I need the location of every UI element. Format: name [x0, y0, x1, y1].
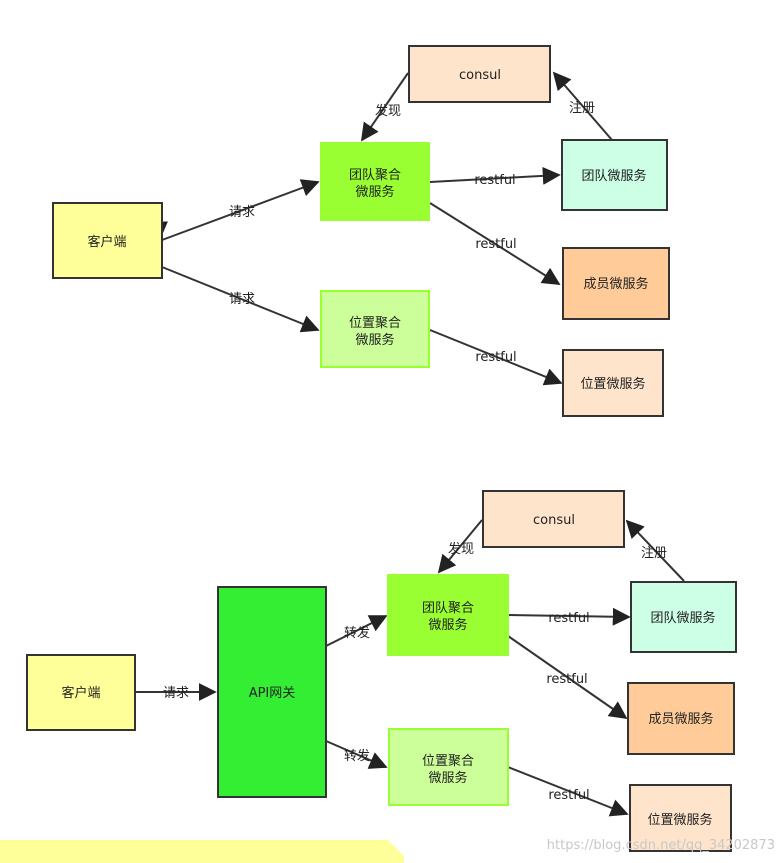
bottom-team-svc-label: 团队微服务 — [650, 610, 715, 626]
bottom-edge-forward-position — [325, 740, 388, 769]
top-member-svc-label: 成员微服务 — [583, 276, 648, 292]
bottom-edge-discover — [437, 519, 483, 574]
top-pos-agg-line1: 位置聚合 — [349, 316, 401, 331]
top-label-restful-1: restful — [474, 173, 515, 188]
bottom-node-team-service: 团队微服务 — [630, 581, 737, 653]
top-pos-agg-line2: 微服务 — [355, 332, 394, 348]
bottom-node-position-aggregate: 位置聚合 微服务 — [388, 728, 509, 806]
bottom-pos-svc-label: 位置微服务 — [647, 812, 712, 828]
top-node-member-service: 成员微服务 — [562, 247, 670, 320]
top-node-client: 客户端 — [52, 202, 163, 279]
top-label-discover: 发现 — [375, 103, 401, 119]
bottom-label-register: 注册 — [641, 546, 667, 561]
top-pos-svc-label: 位置微服务 — [580, 376, 645, 392]
top-node-position-aggregate: 位置聚合 微服务 — [320, 290, 430, 368]
bottom-gateway-label: API网关 — [249, 686, 296, 701]
top-diagram: 请求 请求 发现 注册 restful restful restful 客户端 … — [52, 45, 670, 417]
bottom-member-svc-label: 成员微服务 — [648, 711, 713, 727]
bottom-node-client: 客户端 — [26, 654, 136, 731]
bottom-label-restful-1: restful — [548, 611, 589, 626]
top-label-request-1: 请求 — [229, 205, 255, 220]
top-team-agg-line1: 团队聚合 — [349, 168, 401, 183]
top-team-agg-line2: 微服务 — [355, 184, 394, 200]
top-edge-request-team — [161, 179, 320, 241]
bottom-client-label: 客户端 — [61, 685, 100, 701]
top-node-position-service: 位置微服务 — [562, 349, 664, 417]
bottom-label-restful-2: restful — [546, 672, 587, 687]
bottom-team-agg-line1: 团队聚合 — [422, 601, 474, 616]
bottom-label-restful-3: restful — [548, 788, 589, 803]
bottom-consul-label: consul — [533, 513, 575, 528]
top-edge-restful-team — [429, 166, 561, 185]
top-team-svc-label: 团队微服务 — [581, 168, 646, 184]
top-consul-label: consul — [459, 68, 501, 83]
top-client-label: 客户端 — [87, 234, 126, 250]
bottom-edge-restful-member — [507, 635, 628, 720]
top-edge-request-position — [161, 266, 320, 333]
bottom-node-position-service: 位置微服务 — [629, 784, 732, 852]
watermark-text: https://blog.csdn.net/qq_34202873 — [547, 838, 775, 853]
bottom-edge-register — [625, 519, 685, 582]
bottom-edge-restful-position — [507, 766, 629, 817]
bottom-edge-forward-team — [325, 615, 388, 647]
bottom-node-consul: consul — [482, 490, 625, 548]
bottom-node-member-service: 成员微服务 — [627, 682, 735, 755]
bottom-label-forward-2: 转发 — [344, 748, 370, 764]
bottom-diagram: 请求 转发 转发 发现 注册 restful restful restful 客… — [26, 490, 737, 852]
bottom-pos-agg-line1: 位置聚合 — [422, 754, 474, 769]
top-node-team-aggregate: 团队聚合 微服务 — [320, 142, 430, 221]
top-node-team-service: 团队微服务 — [561, 139, 668, 211]
top-edge-discover — [360, 72, 409, 142]
top-node-consul: consul — [408, 45, 551, 103]
bottom-pos-agg-line2: 微服务 — [428, 770, 467, 786]
top-label-restful-3: restful — [475, 350, 516, 365]
bottom-label-request: 请求 — [163, 686, 189, 701]
bottom-edge-restful-team — [507, 607, 631, 626]
partial-client-shape — [0, 840, 404, 863]
bottom-label-forward-1: 转发 — [344, 625, 370, 641]
top-edge-restful-position — [429, 329, 563, 386]
bottom-label-discover: 发现 — [448, 541, 474, 557]
top-edge-register — [552, 71, 613, 141]
bottom-node-team-aggregate: 团队聚合 微服务 — [387, 574, 509, 656]
top-label-register: 注册 — [569, 101, 595, 116]
top-edge-restful-member — [429, 202, 561, 285]
top-label-request-2: 请求 — [229, 292, 255, 307]
bottom-node-api-gateway: API网关 — [217, 586, 327, 798]
bottom-team-agg-line2: 微服务 — [428, 617, 467, 633]
top-label-restful-2: restful — [475, 237, 516, 252]
